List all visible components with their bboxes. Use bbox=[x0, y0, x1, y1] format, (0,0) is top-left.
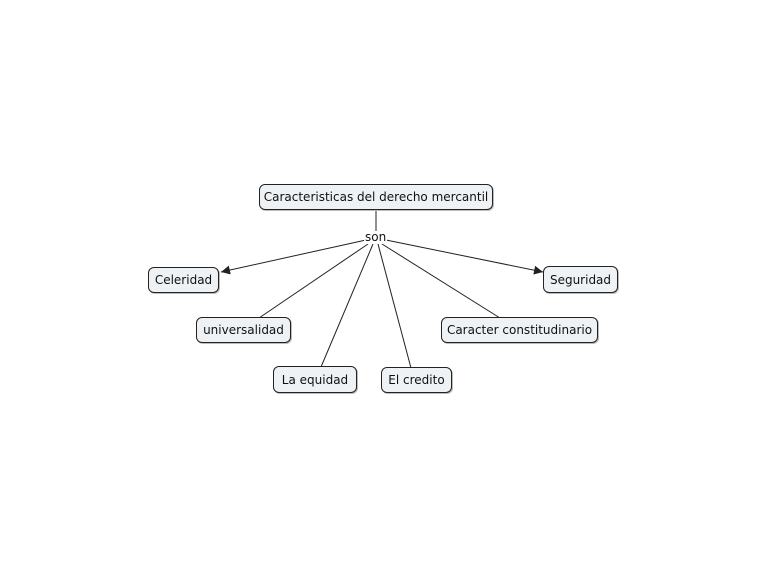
root-concept-node[interactable]: Caracteristicas del derecho mercantil bbox=[259, 184, 493, 210]
concept-node-caracter-constitudinario[interactable]: Caracter constitudinario bbox=[441, 317, 598, 343]
concept-node-el-credito[interactable]: El credito bbox=[381, 367, 452, 393]
concept-label-la-equidad: La equidad bbox=[281, 372, 349, 387]
linking-phrase-son: son bbox=[364, 230, 388, 244]
connector-son-to-celeridad bbox=[220, 239, 367, 275]
connector-son-to-caracter bbox=[381, 243, 501, 319]
concept-label-el-credito: El credito bbox=[388, 373, 445, 387]
concept-node-seguridad[interactable]: Seguridad bbox=[543, 266, 618, 293]
concept-node-celeridad[interactable]: Celeridad bbox=[148, 267, 219, 293]
connector-son-to-universalidad bbox=[258, 243, 369, 319]
concept-label-caracter-constitudinario: Caracter constitudinario bbox=[446, 323, 593, 337]
connector-son-to-seguridad bbox=[385, 239, 544, 275]
root-concept-label: Caracteristicas del derecho mercantil bbox=[263, 190, 489, 204]
concept-label-seguridad: Seguridad bbox=[549, 272, 612, 287]
concept-label-celeridad: Celeridad bbox=[154, 273, 213, 287]
concept-label-universalidad: universalidad bbox=[203, 323, 284, 337]
concept-node-la-equidad[interactable]: La equidad bbox=[273, 366, 357, 393]
concept-node-universalidad[interactable]: universalidad bbox=[196, 317, 291, 343]
connector-son-to-credito bbox=[377, 243, 412, 369]
connector-son-to-equidad bbox=[320, 243, 374, 368]
